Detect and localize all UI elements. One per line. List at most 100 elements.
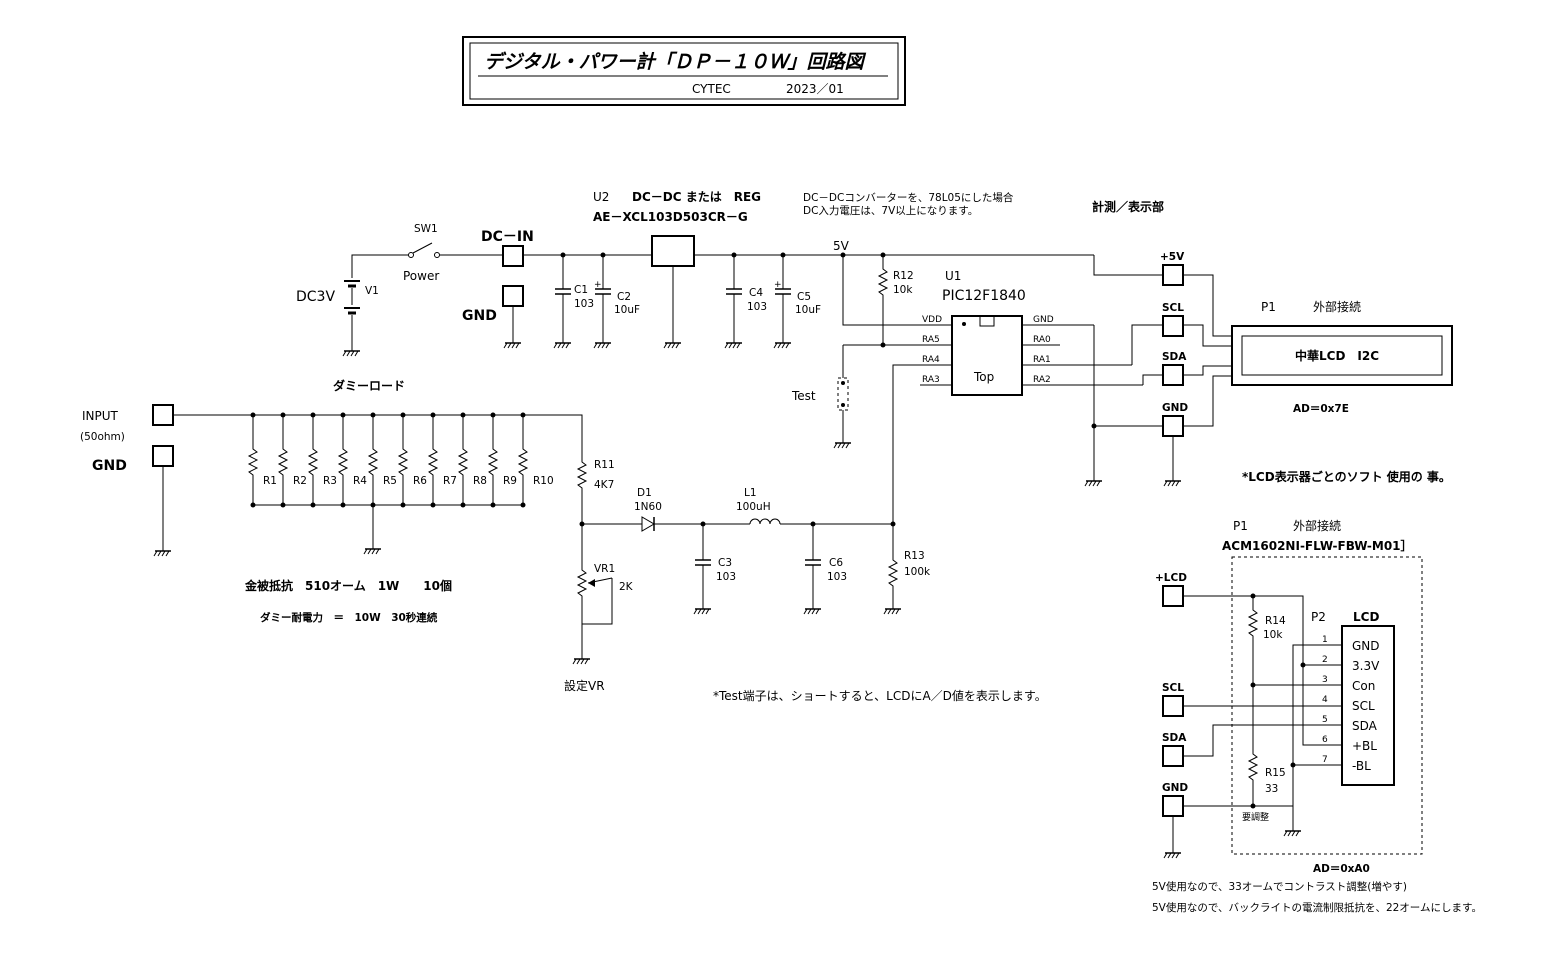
p1-label-2: P1 [1233, 519, 1248, 533]
input-label: INPUT [82, 409, 119, 423]
r11-label: R11 [594, 459, 615, 471]
i2c-lcd-label: 中華LCD I2C [1295, 348, 1379, 363]
chip-top-label: Top [973, 370, 994, 384]
gnd-terminal [502, 285, 524, 307]
sda-terminal-2 [1162, 745, 1184, 767]
scl-label-2: SCL [1162, 682, 1184, 694]
mcu-section: 計測／表示部 R12 10k Test Top U1 PIC12F1840 VD… [791, 199, 1164, 524]
r11-value: 4K7 [594, 479, 614, 491]
power-switch-label: Power [403, 269, 439, 283]
lcd2-module [1341, 625, 1395, 786]
backlight-note: 5V使用なので、バックライトの電流制限抵抗を、22オームにします。 [1152, 901, 1482, 914]
resistor-label-r2: R2 [293, 475, 307, 487]
lcd-pin-number: 6 [1322, 735, 1328, 745]
test-note: *Test端子は、ショートすると、LCDにA／D値を表示します。 [713, 688, 1047, 703]
resistor-label-r4: R4 [353, 475, 367, 487]
sw1-label: SW1 [414, 223, 438, 235]
lcd2-address: AD＝0xA0 [1313, 863, 1370, 875]
resistor-label-r8: R8 [473, 475, 487, 487]
l1-label: L1 [744, 487, 757, 499]
c1-label: C1 [574, 284, 588, 296]
lcd-pin-name: 3.3V [1352, 659, 1380, 673]
lcd2-title: LCD [1353, 610, 1379, 624]
c6-value: 103 [827, 571, 847, 583]
r14-value: 10k [1263, 629, 1283, 641]
dummy-resistor-r7: R7 [428, 412, 457, 508]
l1-value: 100uH [736, 501, 771, 513]
resistor-spec: 金被抵抗 510オーム 1W 10個 [244, 578, 452, 593]
contrast-note: 5V使用なので、33オームでコントラスト調整(増やす) [1152, 880, 1407, 893]
u1-chip [951, 315, 1023, 396]
lcd-pin-number: 3 [1322, 675, 1328, 685]
lcd-pin-number: 1 [1322, 635, 1328, 645]
c5-label: C5 [797, 291, 811, 303]
impedance-label: (50ohm) [80, 431, 125, 443]
resistor-label-r9: R9 [503, 475, 517, 487]
test-label: Test [791, 389, 816, 403]
dummy-resistor-r10: R10 [518, 412, 554, 508]
lcd-pin-number: 7 [1322, 755, 1328, 765]
svg-text:+: + [774, 280, 782, 290]
gnd-label-input: GND [92, 458, 127, 474]
i2c-address: AD＝0x7E [1293, 403, 1349, 415]
adjust-label: 要調整 [1242, 811, 1269, 823]
c6-label: C6 [829, 557, 843, 569]
title-text: デジタル・パワー計「ＤＰ－１０Ｗ」回路図 [484, 51, 867, 73]
lcd-pin-name: -BL [1352, 759, 1371, 773]
gnd-label-2: GND [1162, 782, 1188, 794]
dummy-resistor-r9: R9 [488, 412, 517, 508]
plus-lcd-label: +LCD [1155, 572, 1187, 584]
plus5v-label: +5V [1160, 251, 1185, 263]
p1-label: P1 [1261, 300, 1276, 314]
svg-text:+: + [594, 280, 602, 290]
c5-value: 10uF [795, 304, 821, 316]
regulator-note-2: DC入力電圧は、7V以上になります。 [803, 204, 978, 217]
dummy-resistor-r3: R3 [308, 412, 337, 508]
dc-in-terminal [502, 245, 524, 267]
sda-terminal [1162, 364, 1184, 386]
r13-label: R13 [904, 550, 925, 562]
gnd-label-power: GND [462, 308, 497, 324]
input-gnd-terminal [152, 445, 174, 467]
ext-label-2: 外部接続 [1293, 518, 1341, 533]
vr-caption: 設定VR [564, 678, 605, 693]
dummy-resistor-r2: R2 [278, 412, 307, 508]
scl-terminal-2 [1162, 695, 1184, 717]
rail-5v-label: 5V [833, 239, 850, 253]
r12-label: R12 [893, 270, 914, 282]
connector-section: +5V SCL SDA GND 中華LCD I2C P1 外部接続 AD＝0x7… [1093, 251, 1453, 487]
gnd-terminal-lcd [1162, 415, 1184, 437]
r13-value: 100k [904, 566, 931, 578]
resistor-label-r1: R1 [263, 475, 277, 487]
gnd-terminal-2 [1162, 795, 1184, 817]
u1-label: U1 [945, 269, 961, 283]
v1-label: V1 [365, 285, 379, 297]
p2-label: P2 [1311, 610, 1326, 624]
u2-part: AE－XCL103D503CR－G [593, 210, 748, 224]
detector-section: R11 4K7 D1 1N60 L1 100uH C3 103 C6 103 [564, 457, 1047, 703]
input-terminal [152, 404, 174, 426]
section-label-measure: 計測／表示部 [1092, 199, 1164, 214]
r15-label: R15 [1265, 767, 1286, 779]
u2-desc: DC－DC または REG [632, 190, 761, 204]
vr1-value: 2K [619, 581, 634, 593]
pin-ra5: RA5 [922, 335, 940, 345]
sda-label: SDA [1162, 351, 1187, 363]
sda-label-2: SDA [1162, 732, 1187, 744]
power-rating: ダミー耐電力 ＝ 10W 30秒連続 [260, 611, 438, 624]
lcd-pin-name: SDA [1352, 719, 1378, 733]
pin-ra4: RA4 [922, 355, 940, 365]
lcd-pin-name: GND [1352, 639, 1380, 653]
dummy-load-title: ダミーロード [333, 378, 405, 393]
lcd2-part: ACM1602NI-FLW-FBW-M01］ [1222, 538, 1413, 553]
d1-label: D1 [637, 487, 652, 499]
c2-value: 10uF [614, 304, 640, 316]
lcd-pin-name: +BL [1352, 739, 1377, 753]
lcd-pin-number: 4 [1322, 695, 1328, 705]
lcd-pin-name: SCL [1352, 699, 1375, 713]
gnd-label-lcd: GND [1162, 402, 1188, 414]
pin-ra2: RA2 [1033, 375, 1051, 385]
dummy-resistor-r6: R6 [398, 412, 427, 508]
u2-label: U2 [593, 190, 609, 204]
